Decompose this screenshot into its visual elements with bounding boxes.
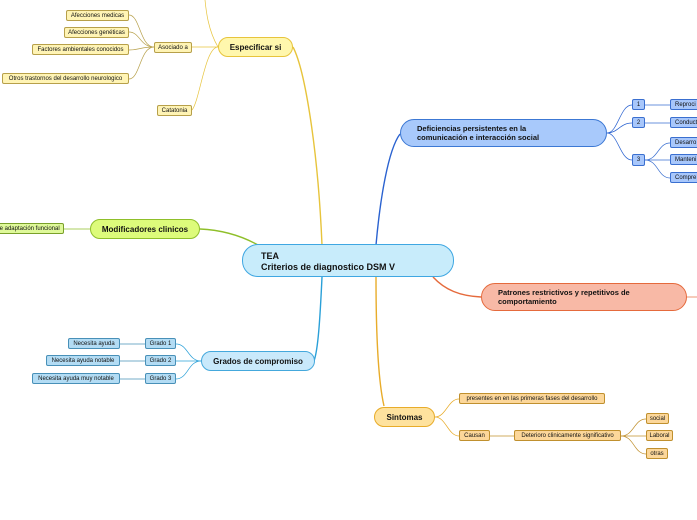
causan-node[interactable]: Causan [459,430,490,441]
grados-de-compromiso-topic[interactable]: Grados de compromiso [201,351,315,371]
area-social-node[interactable]: social [646,413,669,424]
catatonia-node[interactable]: Catatonia [157,105,192,116]
deficiencia-leaf-manteni[interactable]: Manteni [670,154,697,165]
root-title-line2: Criterios de diagnostico DSM V [261,262,396,272]
patrones-line2: comportamiento [498,297,557,306]
ayuda-muy-notable-node[interactable]: Necesita ayuda muy notable [32,373,120,384]
patrones-line1: Patrones restrictivos y repetitivos de [498,288,630,297]
adaptacion-funcional-node[interactable]: de adaptación funcional [0,223,64,234]
deficiencias-line1: Deficiencias persistentes en la [417,124,527,133]
afecciones-geneticas-node[interactable]: Afecciones genéticas [64,27,129,38]
ayuda-notable-node[interactable]: Necesita ayuda notable [46,355,120,366]
deficiencias-topic[interactable]: Deficiencias persistentes en la comunica… [400,119,607,147]
deficiencia-leaf-reproci[interactable]: Reproci [670,99,697,110]
modificadores-clinicos-topic[interactable]: Modificadores clinicos [90,219,200,239]
asociado-a-node[interactable]: Asociado a [154,42,192,53]
grado-2-node[interactable]: Grado 2 [145,355,176,366]
area-otras-node[interactable]: otras [646,448,668,459]
root-title-line1: TEA [261,251,279,261]
deficiencia-leaf-desarro[interactable]: Desarro [670,137,697,148]
primeras-fases-node[interactable]: presentes en en las primeras fases del d… [459,393,605,404]
especificar-si-topic[interactable]: Especificar si [218,37,293,57]
grado-1-node[interactable]: Grado 1 [145,338,176,349]
deficiencia-leaf-conduct[interactable]: Conduct [670,117,697,128]
grado-3-node[interactable]: Grado 3 [145,373,176,384]
afecciones-medicas-node[interactable]: Afecciones medicas [66,10,129,21]
sintomas-topic[interactable]: Sintomas [374,407,435,427]
deficiencias-line2: comunicación e interacción social [417,133,540,142]
root-topic[interactable]: TEA Criterios de diagnostico DSM V [242,244,454,277]
deficiencia-leaf-compre[interactable]: Compre [670,172,697,183]
deficiencia-number-2[interactable]: 2 [632,117,645,128]
factores-ambientales-node[interactable]: Factores ambientales conocidos [32,44,129,55]
necesita-ayuda-node[interactable]: Necesita ayuda [68,338,120,349]
patrones-restrictivos-topic[interactable]: Patrones restrictivos y repetitivos de c… [481,283,687,311]
deficiencia-number-3[interactable]: 3 [632,154,645,166]
deterioro-node[interactable]: Deterioro clinicamente significativo [514,430,621,441]
area-laboral-node[interactable]: Laboral [646,430,673,441]
deficiencia-number-1[interactable]: 1 [632,99,645,110]
otros-trastornos-node[interactable]: Otros trastornos del desarrollo neurolog… [2,73,129,84]
